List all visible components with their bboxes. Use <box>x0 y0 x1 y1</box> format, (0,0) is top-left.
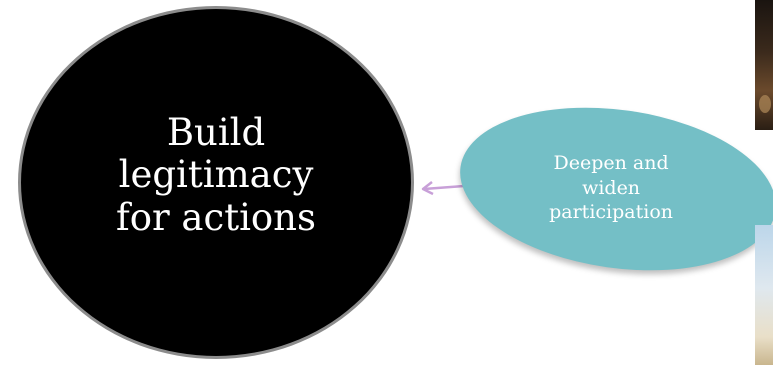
photo-bottom-image <box>755 225 773 365</box>
connector-arrow <box>421 181 465 196</box>
main-node-label: Build legitimacy for actions <box>116 110 316 239</box>
side-photo-strip <box>755 0 773 365</box>
main-node: Build legitimacy for actions <box>18 6 414 359</box>
secondary-node-label: Deepen and widen participation <box>548 151 673 224</box>
photo-detail <box>759 95 771 113</box>
secondary-node: Deepen and widen participation <box>449 88 773 290</box>
photo-top-image <box>755 0 773 130</box>
connector-line <box>423 184 465 191</box>
arrowhead-icon <box>421 181 434 196</box>
